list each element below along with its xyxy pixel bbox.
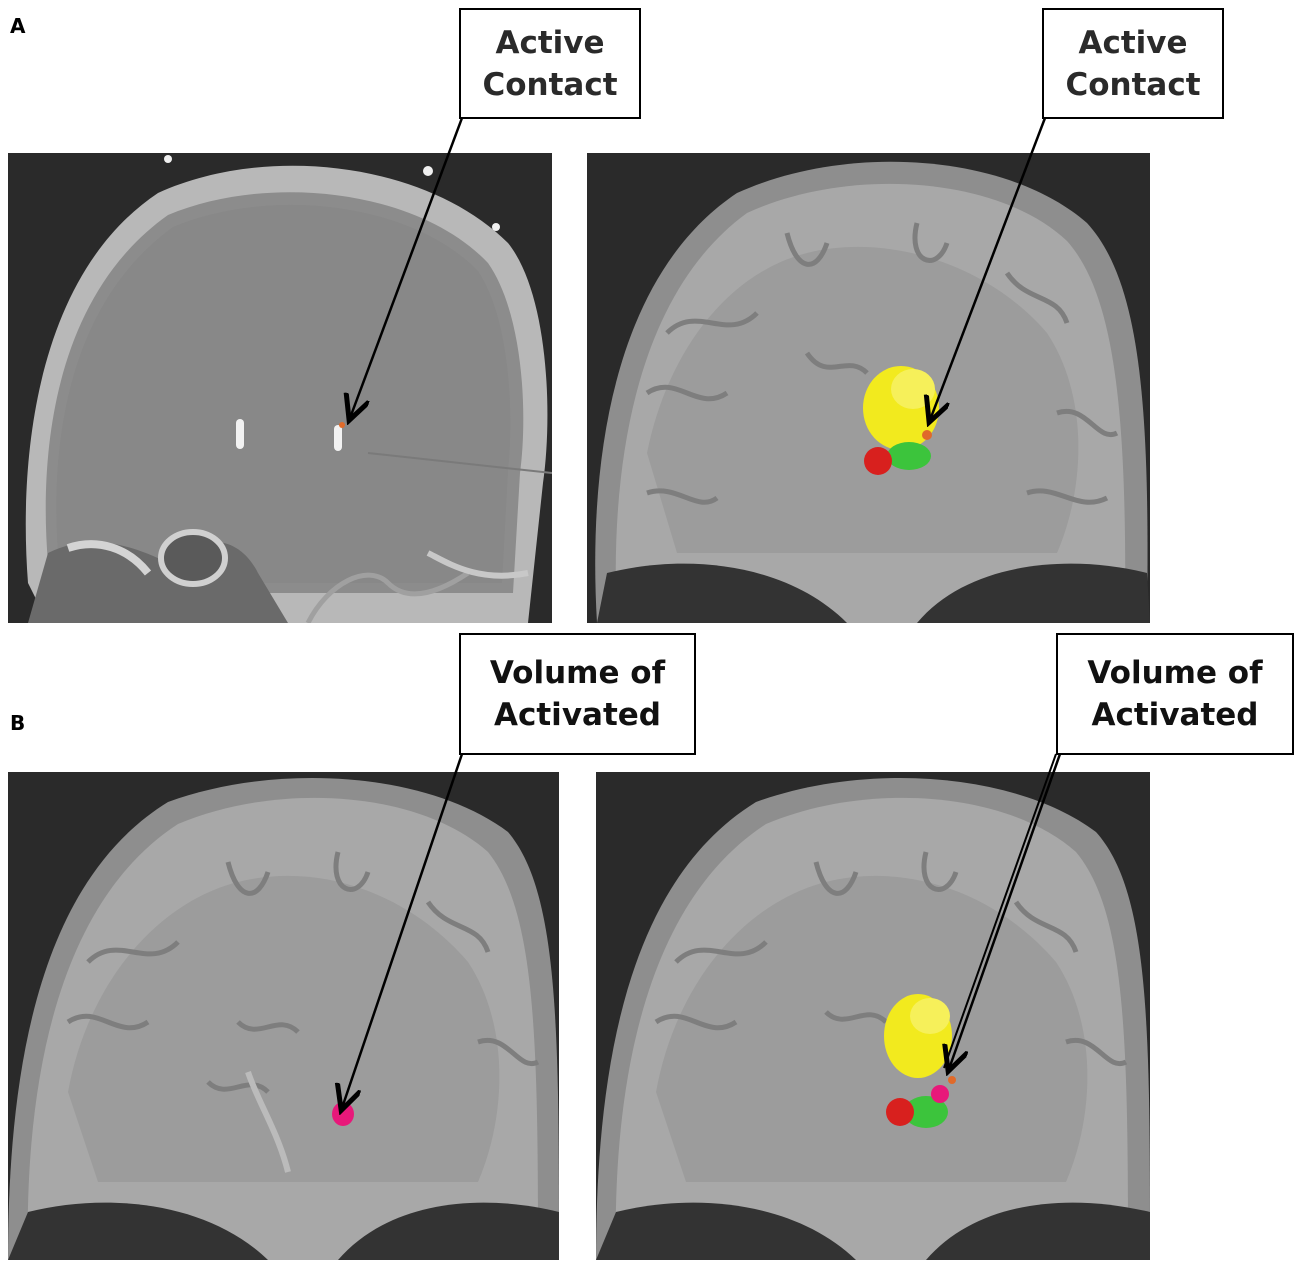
panel-label-a: A	[10, 14, 26, 38]
callout-line-2: Contact	[1065, 66, 1201, 103]
callout-active-contact-a-left: Active Contact	[459, 8, 641, 119]
ct-scan-image	[8, 153, 552, 623]
callout-line-2: Contact	[482, 66, 618, 103]
callout-volume-activated-b-left: Volume of Activated	[459, 633, 696, 755]
mri-with-structures-b	[596, 772, 1150, 1260]
callout-line-2: Activated	[1091, 697, 1259, 733]
callout-line-1: Active	[495, 24, 605, 61]
panel-label-b: B	[10, 711, 26, 735]
callout-line-2: Activated	[494, 697, 661, 733]
callout-line-1: Volume of	[489, 655, 666, 691]
callout-active-contact-a-right: Active Contact	[1042, 8, 1224, 119]
callout-line-1: Active	[1078, 24, 1188, 61]
mri-with-structures-a	[587, 153, 1150, 623]
callout-line-1: Volume of	[1087, 655, 1263, 691]
callout-volume-activated-b-right: Volume of Activated	[1056, 633, 1294, 755]
mri-activation-volume	[8, 772, 559, 1260]
